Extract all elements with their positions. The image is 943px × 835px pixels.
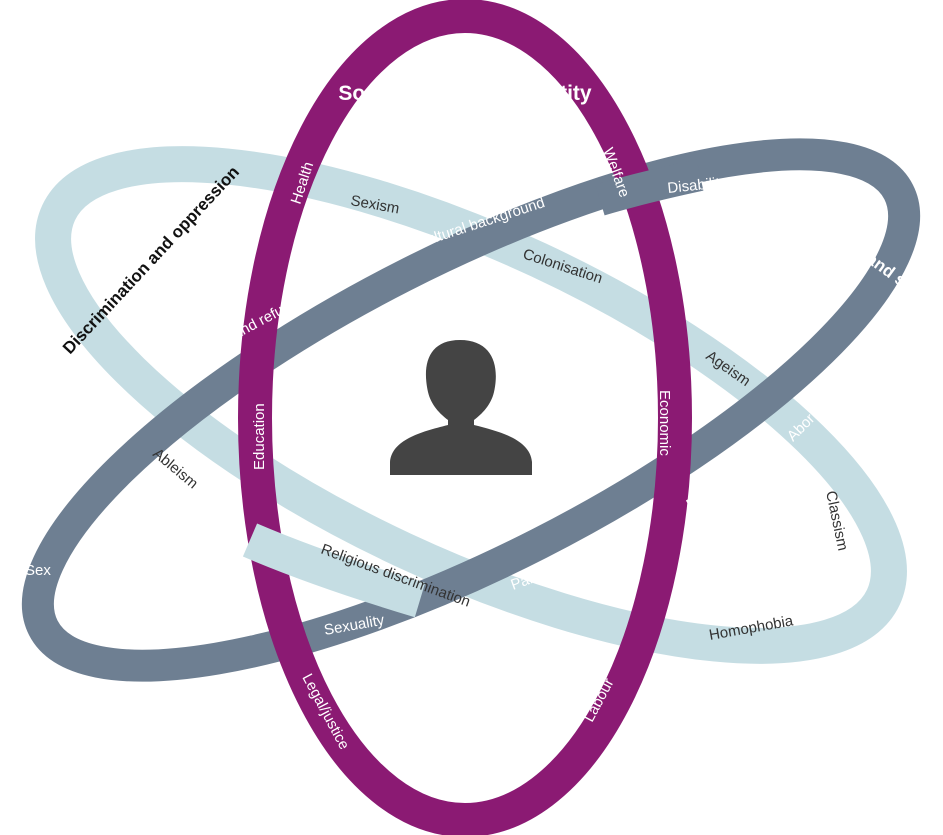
label-disability: Disability — [667, 174, 729, 197]
social-systems-front-segment — [595, 159, 704, 216]
person-silhouette — [390, 340, 532, 475]
discrimination-front-segment — [242, 523, 426, 618]
label-economic: Economic — [656, 390, 673, 456]
label-education: Education — [251, 403, 268, 470]
label-gender-identity: Gender identity — [85, 627, 187, 644]
discrimination-ring — [35, 146, 907, 664]
label-ableism: Ableism — [149, 445, 201, 492]
social-status-ring — [238, 0, 692, 835]
person-icon — [390, 340, 532, 475]
social-systems-ellipse — [21, 138, 921, 682]
social-systems-ring-front — [595, 159, 704, 216]
label-sex: Sex — [25, 562, 51, 579]
discrimination-ring-front — [242, 523, 426, 618]
discrimination-ellipse — [35, 146, 907, 664]
label-age: Age — [110, 401, 141, 431]
social-status-ellipse — [238, 0, 692, 835]
label-ethnicity: Ethnicity — [684, 470, 742, 513]
social-systems-ring — [21, 138, 921, 682]
social-status-title: Social status and identity — [338, 82, 592, 105]
